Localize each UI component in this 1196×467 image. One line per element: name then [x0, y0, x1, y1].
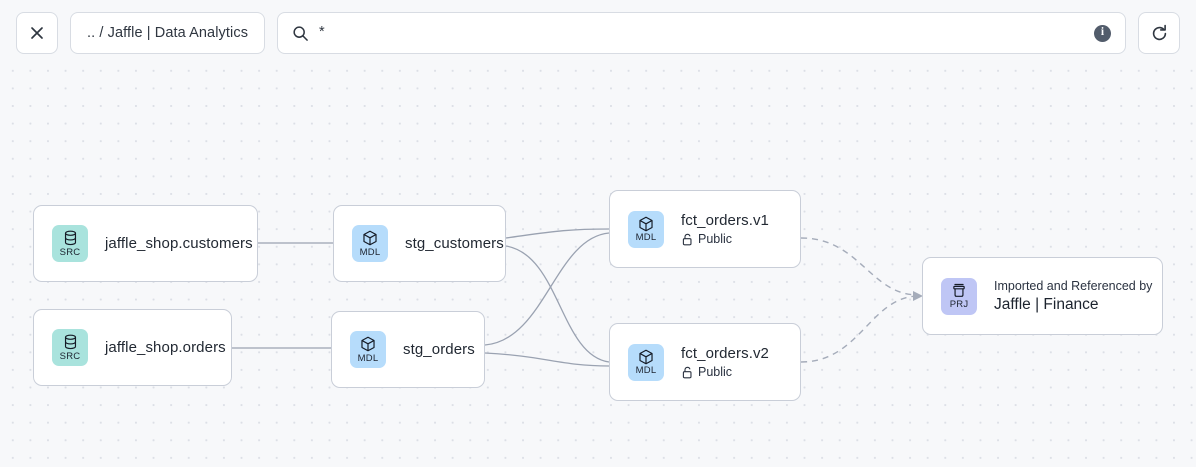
- edge-stgorders-to-v1: [484, 232, 610, 346]
- edge-v2-to-project: [800, 295, 919, 363]
- node-title: stg_customers: [405, 235, 504, 252]
- search-value: *: [319, 23, 325, 40]
- badge-label: SRC: [59, 350, 81, 362]
- mdl-badge: MDL: [350, 331, 386, 368]
- node-text: stg_customers: [405, 235, 504, 252]
- node-fct-orders-v2[interactable]: MDL fct_orders.v2 Public: [609, 323, 801, 401]
- node-jaffle-shop-customers[interactable]: SRC jaffle_shop.customers: [33, 205, 258, 282]
- node-eyebrow: Imported and Referenced by: [994, 278, 1153, 293]
- node-text: stg_orders: [403, 341, 475, 358]
- node-jaffle-shop-orders[interactable]: SRC jaffle_shop.orders: [33, 309, 232, 386]
- edge-v1-to-project: [800, 237, 919, 296]
- node-visibility: Public: [681, 232, 769, 246]
- edge-arrowhead: [913, 291, 923, 301]
- database-icon: [63, 334, 78, 351]
- mdl-badge: MDL: [628, 343, 664, 381]
- node-visibility: Public: [681, 365, 769, 379]
- badge-label: MDL: [635, 365, 657, 377]
- info-icon[interactable]: i: [1094, 24, 1111, 42]
- node-jaffle-finance-project[interactable]: PRJ Imported and Referenced by Jaffle | …: [922, 257, 1163, 335]
- cube-icon: [638, 215, 654, 232]
- search-input[interactable]: * i: [277, 12, 1126, 54]
- badge-label: MDL: [635, 232, 657, 244]
- visibility-label: Public: [698, 365, 733, 379]
- badge-label: SRC: [59, 246, 81, 258]
- mdl-badge: MDL: [628, 210, 664, 248]
- node-fct-orders-v1[interactable]: MDL fct_orders.v1 Public: [609, 190, 801, 268]
- badge-label: MDL: [359, 246, 381, 258]
- node-title: Jaffle | Finance: [994, 295, 1099, 313]
- refresh-icon: [1152, 24, 1166, 40]
- breadcrumb-button[interactable]: .. / Jaffle | Data Analytics: [70, 12, 266, 54]
- close-button[interactable]: [16, 12, 58, 54]
- edge-stgcust-to-v2: [505, 245, 610, 363]
- src-badge: SRC: [52, 329, 88, 366]
- node-title: jaffle_shop.orders: [105, 339, 226, 356]
- lineage-canvas[interactable]: SRC jaffle_shop.customers SRC jaffle_sh: [0, 56, 1196, 467]
- edge-stgcust-to-v1: [505, 228, 610, 239]
- badge-label: PRJ: [949, 299, 969, 311]
- node-text: jaffle_shop.customers: [105, 235, 253, 252]
- cube-icon: [362, 230, 378, 247]
- badge-label: MDL: [357, 352, 379, 364]
- database-icon: [63, 230, 78, 247]
- prj-badge: PRJ: [941, 277, 977, 315]
- cube-icon: [360, 336, 376, 353]
- close-icon: [31, 27, 43, 39]
- node-text: Imported and Referenced by Jaffle | Fina…: [994, 279, 1152, 314]
- node-stg-orders[interactable]: MDL stg_orders: [331, 311, 485, 388]
- node-title: jaffle_shop.customers: [105, 235, 253, 252]
- edge-stgorders-to-v2: [484, 352, 610, 367]
- archive-icon: [951, 282, 967, 299]
- node-stg-customers[interactable]: MDL stg_customers: [333, 205, 506, 282]
- node-text: fct_orders.v1 Public: [681, 212, 769, 246]
- cube-icon: [638, 348, 654, 365]
- unlock-icon: [682, 233, 692, 245]
- visibility-label: Public: [698, 232, 733, 246]
- node-title: fct_orders.v2: [681, 345, 770, 362]
- mdl-badge: MDL: [352, 225, 388, 262]
- edge-layer: [232, 228, 923, 367]
- search-icon: [293, 25, 308, 41]
- unlock-icon: [682, 366, 692, 378]
- refresh-button[interactable]: [1138, 12, 1180, 54]
- node-text: fct_orders.v2 Public: [681, 345, 769, 379]
- node-text: jaffle_shop.orders: [105, 339, 226, 356]
- node-title: fct_orders.v1: [681, 212, 770, 229]
- breadcrumb: .. / Jaffle | Data Analytics: [87, 25, 249, 41]
- node-title: stg_orders: [403, 341, 475, 358]
- src-badge: SRC: [52, 225, 88, 262]
- toolbar: .. / Jaffle | Data Analytics * i: [0, 0, 1196, 66]
